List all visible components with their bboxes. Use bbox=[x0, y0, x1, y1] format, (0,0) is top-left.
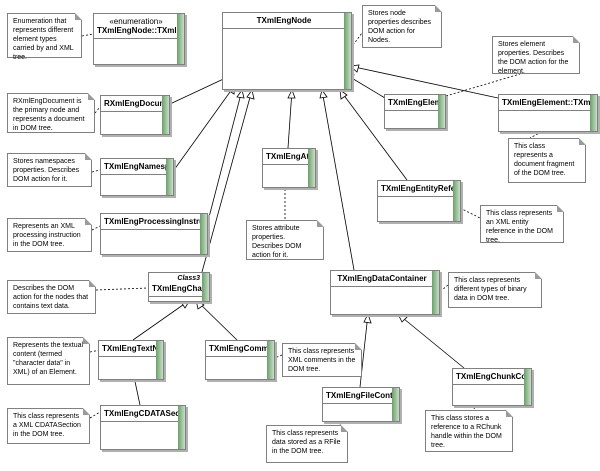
note-anchor-datacontainer bbox=[441, 284, 449, 291]
class-tag: Class3 bbox=[177, 275, 200, 282]
stereotype-label: «enumeration» bbox=[109, 17, 163, 26]
class-comment[interactable]: TXmlEngComment bbox=[205, 340, 275, 380]
class-file-container[interactable]: TXmlEngFileContainer bbox=[322, 387, 400, 422]
inherit-entityref bbox=[339, 89, 408, 181]
arrowhead-attr bbox=[287, 89, 296, 99]
note-text-node: Represents the textual content (termed "… bbox=[7, 337, 90, 385]
class-document[interactable]: RXmlEngDocument bbox=[100, 95, 170, 135]
class-name: TXmlEngComment bbox=[206, 341, 274, 357]
arrowhead-filecontainer bbox=[363, 312, 372, 324]
arrowhead-chardata bbox=[246, 89, 255, 100]
note-attr: Stores attribute properties. Describes D… bbox=[246, 220, 324, 260]
inherit-document bbox=[169, 74, 233, 105]
note-anchor-namespace bbox=[91, 169, 101, 173]
inherit-fragment bbox=[349, 65, 499, 99]
class-attr[interactable]: TXmlEngAttr bbox=[262, 148, 316, 188]
note-file-container: This class represents data stored as a R… bbox=[266, 425, 348, 463]
class-character-data[interactable]: Class3 TXmlEngCharacterData bbox=[148, 272, 210, 302]
note-fragment: This class represents a document fragmen… bbox=[508, 138, 586, 183]
class-element[interactable]: TXmlEngElement bbox=[384, 94, 446, 129]
inherit-attr bbox=[287, 89, 293, 149]
class-name: TXmlEngNode bbox=[223, 13, 351, 29]
note-enumeration: Enumeration that represents different el… bbox=[7, 13, 82, 61]
class-name: TXmlEngNamespace bbox=[101, 159, 173, 175]
class-name: TXmlEngDataContainer bbox=[331, 271, 439, 287]
arrowhead-chunkcontainer bbox=[397, 313, 408, 323]
inherit-element bbox=[344, 73, 391, 102]
note-document: RXmlEngDocument is the primary node and … bbox=[7, 93, 95, 133]
class-name: TXmlEngFileContainer bbox=[323, 388, 399, 404]
class-cdata-section[interactable]: TXmlEngCDATASection bbox=[100, 405, 186, 450]
note-anchor-entity bbox=[459, 207, 481, 219]
note-cdata-section: This class represents a XML CDATASection… bbox=[7, 408, 90, 444]
note-processing-instruction: Represents an XML processing instruction… bbox=[7, 218, 92, 252]
class-name: TXmlEngElement::TXmlEngDocumentFragment bbox=[499, 95, 597, 111]
arrowhead-comment bbox=[195, 299, 205, 310]
class-text-node[interactable]: TXmlEngTextNode bbox=[98, 340, 164, 380]
class-name: RXmlEngDocument bbox=[101, 96, 169, 112]
inherit-chardata bbox=[201, 89, 253, 273]
note-character-data: Describes the DOM action for the nodes t… bbox=[7, 280, 96, 314]
inherit-namespace bbox=[173, 84, 236, 171]
class-node[interactable]: TXmlEngNode bbox=[222, 12, 352, 90]
class-name: TXmlEngChunkContainer bbox=[453, 369, 531, 385]
class-name: TXmlEngElement bbox=[385, 95, 445, 111]
inherit-datacontainer bbox=[321, 89, 355, 271]
inherit-textnode bbox=[132, 299, 191, 341]
inherit-comment bbox=[195, 299, 238, 341]
arrowhead-pi bbox=[236, 89, 245, 99]
note-chunk-container: This class stores a reference to a RChun… bbox=[425, 410, 513, 452]
class-name: «enumeration» TXmlEngNode::TXmlEngDOMNod… bbox=[94, 14, 184, 39]
note-anchor-enum bbox=[81, 33, 94, 37]
note-element: Stores element properties. Describes the… bbox=[492, 36, 580, 75]
class-entity-reference[interactable]: TXmlEngEntityReference bbox=[377, 180, 461, 222]
note-anchor-node bbox=[352, 32, 363, 46]
note-anchor-pi bbox=[91, 225, 101, 231]
note-anchor-fragment bbox=[529, 129, 546, 139]
class-document-fragment[interactable]: TXmlEngElement::TXmlEngDocumentFragment bbox=[498, 94, 598, 132]
class-chunk-container[interactable]: TXmlEngChunkContainer bbox=[452, 368, 532, 406]
class-name: TXmlEngAttr bbox=[263, 149, 315, 165]
class-data-container[interactable]: TXmlEngDataContainer bbox=[330, 270, 440, 315]
class-name: TXmlEngProcessingInstruction bbox=[101, 214, 207, 230]
note-anchor-chardata bbox=[95, 287, 149, 291]
note-data-container: This class represents different types of… bbox=[448, 272, 542, 308]
class-dom-node-type[interactable]: «enumeration» TXmlEngNode::TXmlEngDOMNod… bbox=[93, 13, 185, 65]
arrowhead-fragment bbox=[349, 64, 360, 73]
note-node: Stores node properties describes DOM act… bbox=[362, 5, 442, 48]
class-name: TXmlEngCDATASection bbox=[101, 406, 185, 422]
class-name: Class3 TXmlEngCharacterData bbox=[149, 273, 209, 297]
class-name-text: TXmlEngCharacterData bbox=[152, 284, 210, 293]
class-name-text: TXmlEngNode::TXmlEngDOMNodeType bbox=[97, 26, 185, 35]
note-entity-reference: This class represents an XML entity refe… bbox=[480, 205, 564, 244]
inherit-chunkcontainer bbox=[397, 313, 465, 369]
note-anchor-document bbox=[94, 106, 101, 114]
class-name: TXmlEngTextNode bbox=[99, 341, 163, 357]
note-anchor-cdata bbox=[89, 411, 101, 419]
inherit-pi bbox=[206, 89, 243, 226]
class-namespace[interactable]: TXmlEngNamespace bbox=[100, 158, 174, 196]
class-processing-instruction[interactable]: TXmlEngProcessingInstruction bbox=[100, 213, 208, 255]
arrowhead-datacontainer bbox=[319, 89, 328, 99]
note-anchor-element bbox=[445, 73, 521, 97]
class-name: TXmlEngEntityReference bbox=[378, 181, 460, 197]
note-comment: This class represents XML comments in th… bbox=[282, 343, 362, 377]
arrowhead-entityref bbox=[339, 89, 348, 100]
note-namespace: Stores namespaces properties. Describes … bbox=[7, 153, 92, 187]
